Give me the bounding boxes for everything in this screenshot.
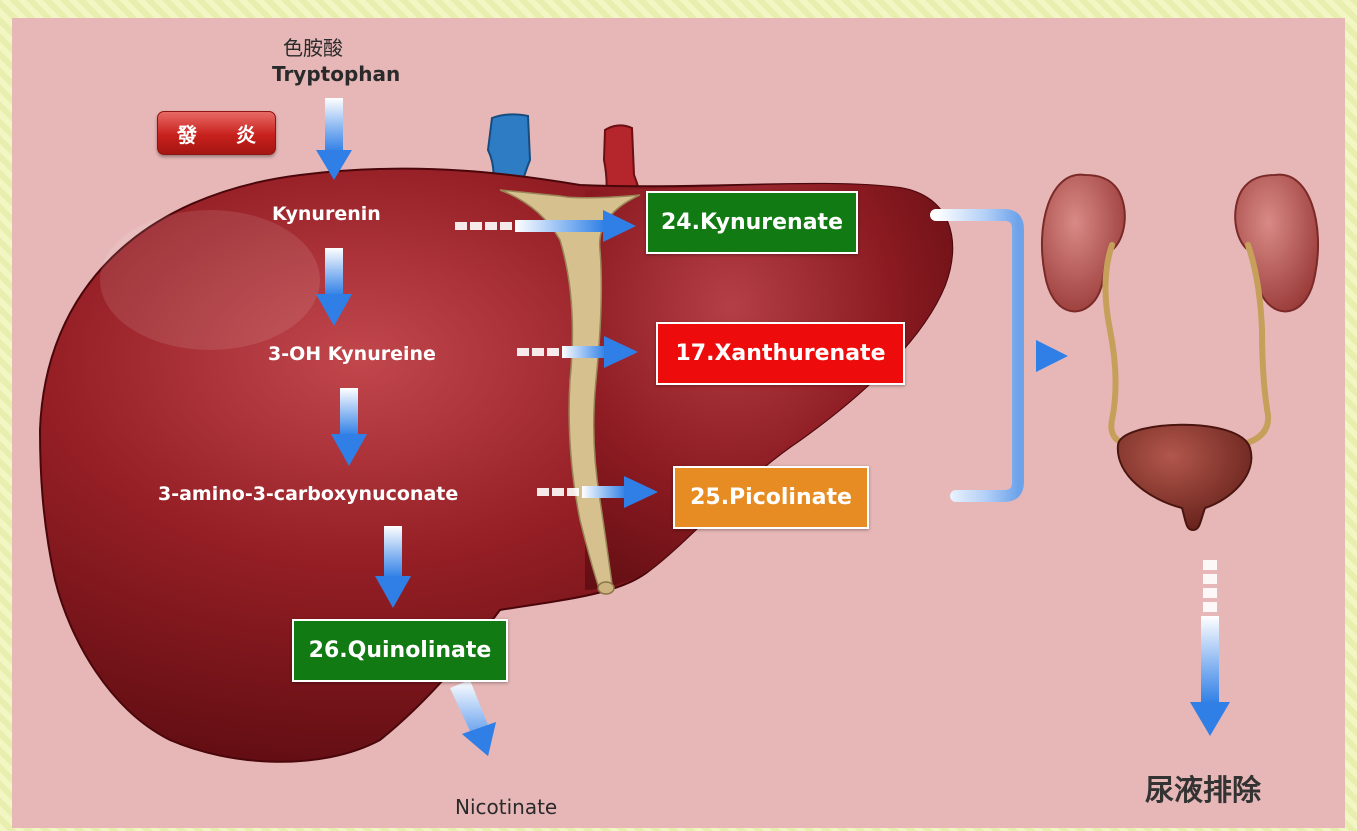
bladder — [1118, 425, 1252, 530]
nicotinate-label: Nicotinate — [455, 795, 557, 819]
tryptophan-cn-label: 色胺酸 — [283, 32, 343, 61]
inflammation-badge: 發 炎 — [157, 111, 276, 155]
arrow-excretion — [1190, 560, 1230, 736]
kynurenin-label: Kynurenin — [272, 203, 381, 225]
carboxynuconate-label: 3-amino-3-carboxynuconate — [158, 483, 458, 505]
metabolite-xanthurenate: 17.Xanthurenate — [656, 322, 905, 385]
metabolite-quinolinate: 26.Quinolinate — [292, 619, 508, 682]
urine-excretion-label: 尿液排除 — [1145, 767, 1261, 809]
3oh-kynureine-label: 3-OH Kynureine — [268, 343, 436, 365]
arrow-quinolinate-to-nicotinate — [450, 680, 496, 756]
metabolite-kynurenate: 24.Kynurenate — [646, 191, 858, 254]
tryptophan-en-label: Tryptophan — [272, 62, 400, 86]
arrow-into-kidneys — [1036, 340, 1068, 372]
arrow-tryptophan-to-kynurenin — [316, 98, 352, 180]
metabolite-picolinate: 25.Picolinate — [673, 466, 869, 529]
ureters — [1105, 245, 1268, 445]
